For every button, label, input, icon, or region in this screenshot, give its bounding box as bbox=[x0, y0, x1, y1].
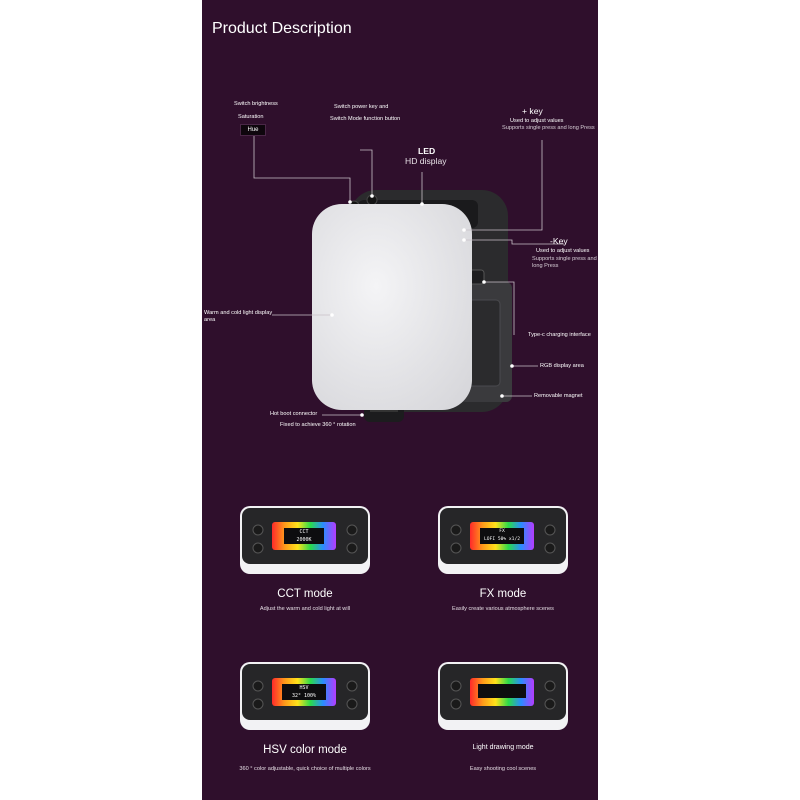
label-minus-key-desc-2: Supports single press and bbox=[532, 256, 597, 262]
label-warm-cold-2: area bbox=[204, 317, 216, 323]
label-power-key-1: Switch power key and bbox=[334, 104, 389, 110]
fx-screen-value: LOFI 50% x1/2 bbox=[484, 537, 520, 542]
label-minus-key-desc-3: long Press bbox=[532, 263, 559, 269]
label-led: LED bbox=[418, 146, 436, 156]
label-rgb-area: RGB display area bbox=[540, 363, 584, 369]
product-description-panel: Product Description bbox=[202, 0, 598, 800]
label-switch-brightness: Switch brightness bbox=[234, 101, 278, 107]
fx-screen: FX LOFI 50% x1/2 bbox=[480, 528, 524, 544]
mode-desc-hsv: 360 ° color adjustable, quick choice of … bbox=[239, 766, 371, 772]
label-typec: Type-c charging interface bbox=[528, 332, 591, 338]
mode-desc-light-drawing: Easy shooting cool scenes bbox=[469, 766, 537, 772]
label-plus-key: + key bbox=[522, 106, 543, 116]
label-hue: Hue bbox=[240, 124, 266, 136]
cct-screen: CCT 2000K bbox=[284, 528, 324, 544]
cct-screen-value: 2000K bbox=[296, 537, 312, 543]
mode-title-cct: CCT mode bbox=[277, 588, 333, 600]
mode-title-hsv: HSV color mode bbox=[263, 744, 347, 756]
mode-thumbnail-fx bbox=[438, 506, 568, 574]
page-title: Product Description bbox=[212, 20, 352, 37]
label-hot-boot: Hot boot connector bbox=[270, 411, 318, 417]
label-power-key-2: Switch Mode function button bbox=[330, 116, 401, 122]
hsv-screen-value: 32° 100% bbox=[291, 693, 317, 699]
hsv-screen: HSV 32° 100% bbox=[282, 684, 326, 700]
label-plus-key-desc-2: Supports single press and long Press bbox=[502, 125, 595, 131]
mode-desc-cct: Adjust the warm and cold light at will bbox=[259, 606, 351, 612]
cct-screen-mode: CCT bbox=[299, 529, 309, 535]
label-rotation: Fixed to achieve 360 ° rotation bbox=[280, 422, 356, 428]
fx-screen-mode: FX bbox=[499, 529, 505, 534]
mode-desc-fx: Easily create various atmosphere scenes bbox=[452, 606, 554, 612]
label-minus-key-desc-1: Used to adjust values bbox=[536, 248, 590, 254]
label-minus-key: -Key bbox=[550, 236, 568, 246]
label-hd-display: HD display bbox=[405, 156, 447, 166]
label-magnet: Removable magnet bbox=[534, 393, 583, 399]
mode-thumbnail-light-drawing bbox=[438, 662, 568, 730]
mode-title-fx: FX mode bbox=[479, 588, 527, 600]
mode-thumbnail-hsv bbox=[240, 662, 370, 730]
mode-title-light-drawing: Light drawing mode bbox=[472, 744, 534, 751]
label-saturation: Saturation bbox=[238, 114, 264, 120]
mode-thumbnail-cct bbox=[240, 506, 370, 574]
label-plus-key-desc-1: Used to adjust values bbox=[510, 118, 564, 124]
product-diagram bbox=[240, 135, 568, 730]
hsv-screen-mode: HSV bbox=[299, 685, 309, 691]
warm-cold-light-panel bbox=[312, 204, 472, 410]
label-warm-cold-1: Warm and cold light display bbox=[204, 310, 273, 316]
